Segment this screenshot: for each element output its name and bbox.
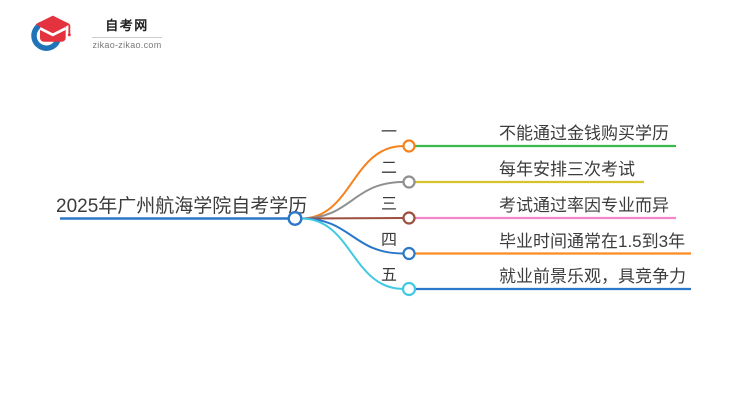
logo-title: 自考网 bbox=[105, 18, 149, 33]
branch-index-2: 二 bbox=[380, 160, 397, 177]
branch-curve-3 bbox=[301, 217, 404, 220]
branch-label-1: 不能通过金钱购买学历 bbox=[499, 124, 669, 143]
central-topic: 2025年广州航海学院自考学历 bbox=[56, 196, 308, 217]
logo-text-block: 自考网 zikao-zikao.com bbox=[92, 18, 162, 50]
branch-node-3 bbox=[402, 211, 416, 225]
branch-curve-1 bbox=[301, 145, 404, 220]
cap-chevron bbox=[39, 27, 67, 37]
branch-curve-5 bbox=[301, 217, 404, 290]
graduation-cap-icon bbox=[35, 15, 71, 33]
branch-label-4: 毕业时间通常在1.5到3年 bbox=[499, 232, 686, 251]
branch-node-4 bbox=[402, 246, 416, 261]
central-node bbox=[287, 210, 303, 226]
branch-index-5: 五 bbox=[380, 267, 397, 284]
cap-tassel-dot bbox=[67, 33, 71, 37]
branch-curve-2 bbox=[301, 181, 404, 220]
branch-node-2 bbox=[402, 175, 416, 189]
logo-mark bbox=[31, 15, 71, 51]
branch-index-1: 一 bbox=[380, 124, 397, 141]
logo-domain: zikao-zikao.com bbox=[92, 40, 162, 50]
branch-index-4: 四 bbox=[380, 232, 397, 249]
branch-label-3: 考试通过率因专业而异 bbox=[499, 196, 669, 215]
logo-divider bbox=[92, 37, 162, 38]
branch-index-3: 三 bbox=[380, 196, 397, 213]
branch-node-1 bbox=[402, 139, 416, 153]
branch-curve-4 bbox=[301, 217, 404, 255]
zikao-logo: 自考网 zikao-zikao.com bbox=[26, 8, 186, 64]
branch-label-2: 每年安排三次考试 bbox=[499, 160, 635, 179]
branch-label-5: 就业前景乐观，具竞争力 bbox=[499, 267, 686, 286]
branch-node-5 bbox=[401, 281, 417, 297]
